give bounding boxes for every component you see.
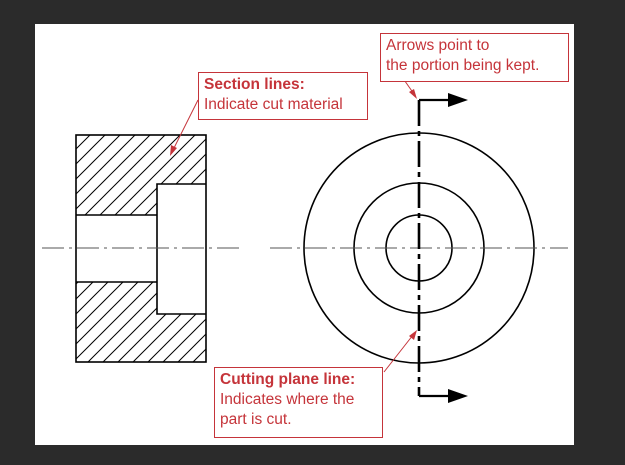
leader-section-lines — [172, 99, 199, 151]
hatched-section-bottom — [76, 282, 206, 362]
section-lines-text: Indicate cut material — [204, 96, 343, 113]
arrows-text-line-2: the portion being kept. — [386, 57, 540, 74]
leader-cutting-plane-arrowhead — [409, 330, 417, 340]
section-outline — [75, 134, 207, 363]
arrow-bottom-head — [448, 389, 468, 403]
cutting-plane-title: Cutting plane line: — [220, 371, 356, 388]
section-view — [42, 134, 240, 363]
arrows-callout: Arrows point to the portion being kept. — [380, 33, 569, 82]
section-lines-callout: Section lines: Indicate cut material — [198, 72, 368, 120]
arrows-text-line-1: Arrows point to — [386, 37, 490, 54]
cutting-plane-text-line-2: part is cut. — [220, 411, 292, 428]
cutting-plane-callout: Cutting plane line: Indicates where the … — [214, 367, 383, 438]
leader-section-arrowhead — [170, 145, 177, 156]
section-lines-title: Section lines: — [204, 76, 305, 93]
cutting-plane-text-line-1: Indicates where the — [220, 391, 355, 408]
arrow-top-head — [448, 93, 468, 107]
leader-arrows-arrowhead — [409, 89, 417, 99]
hatched-section-top — [76, 135, 206, 215]
cutting-plane — [417, 93, 468, 403]
leader-cutting-plane — [383, 334, 414, 373]
counterbore-outline — [156, 183, 206, 315]
